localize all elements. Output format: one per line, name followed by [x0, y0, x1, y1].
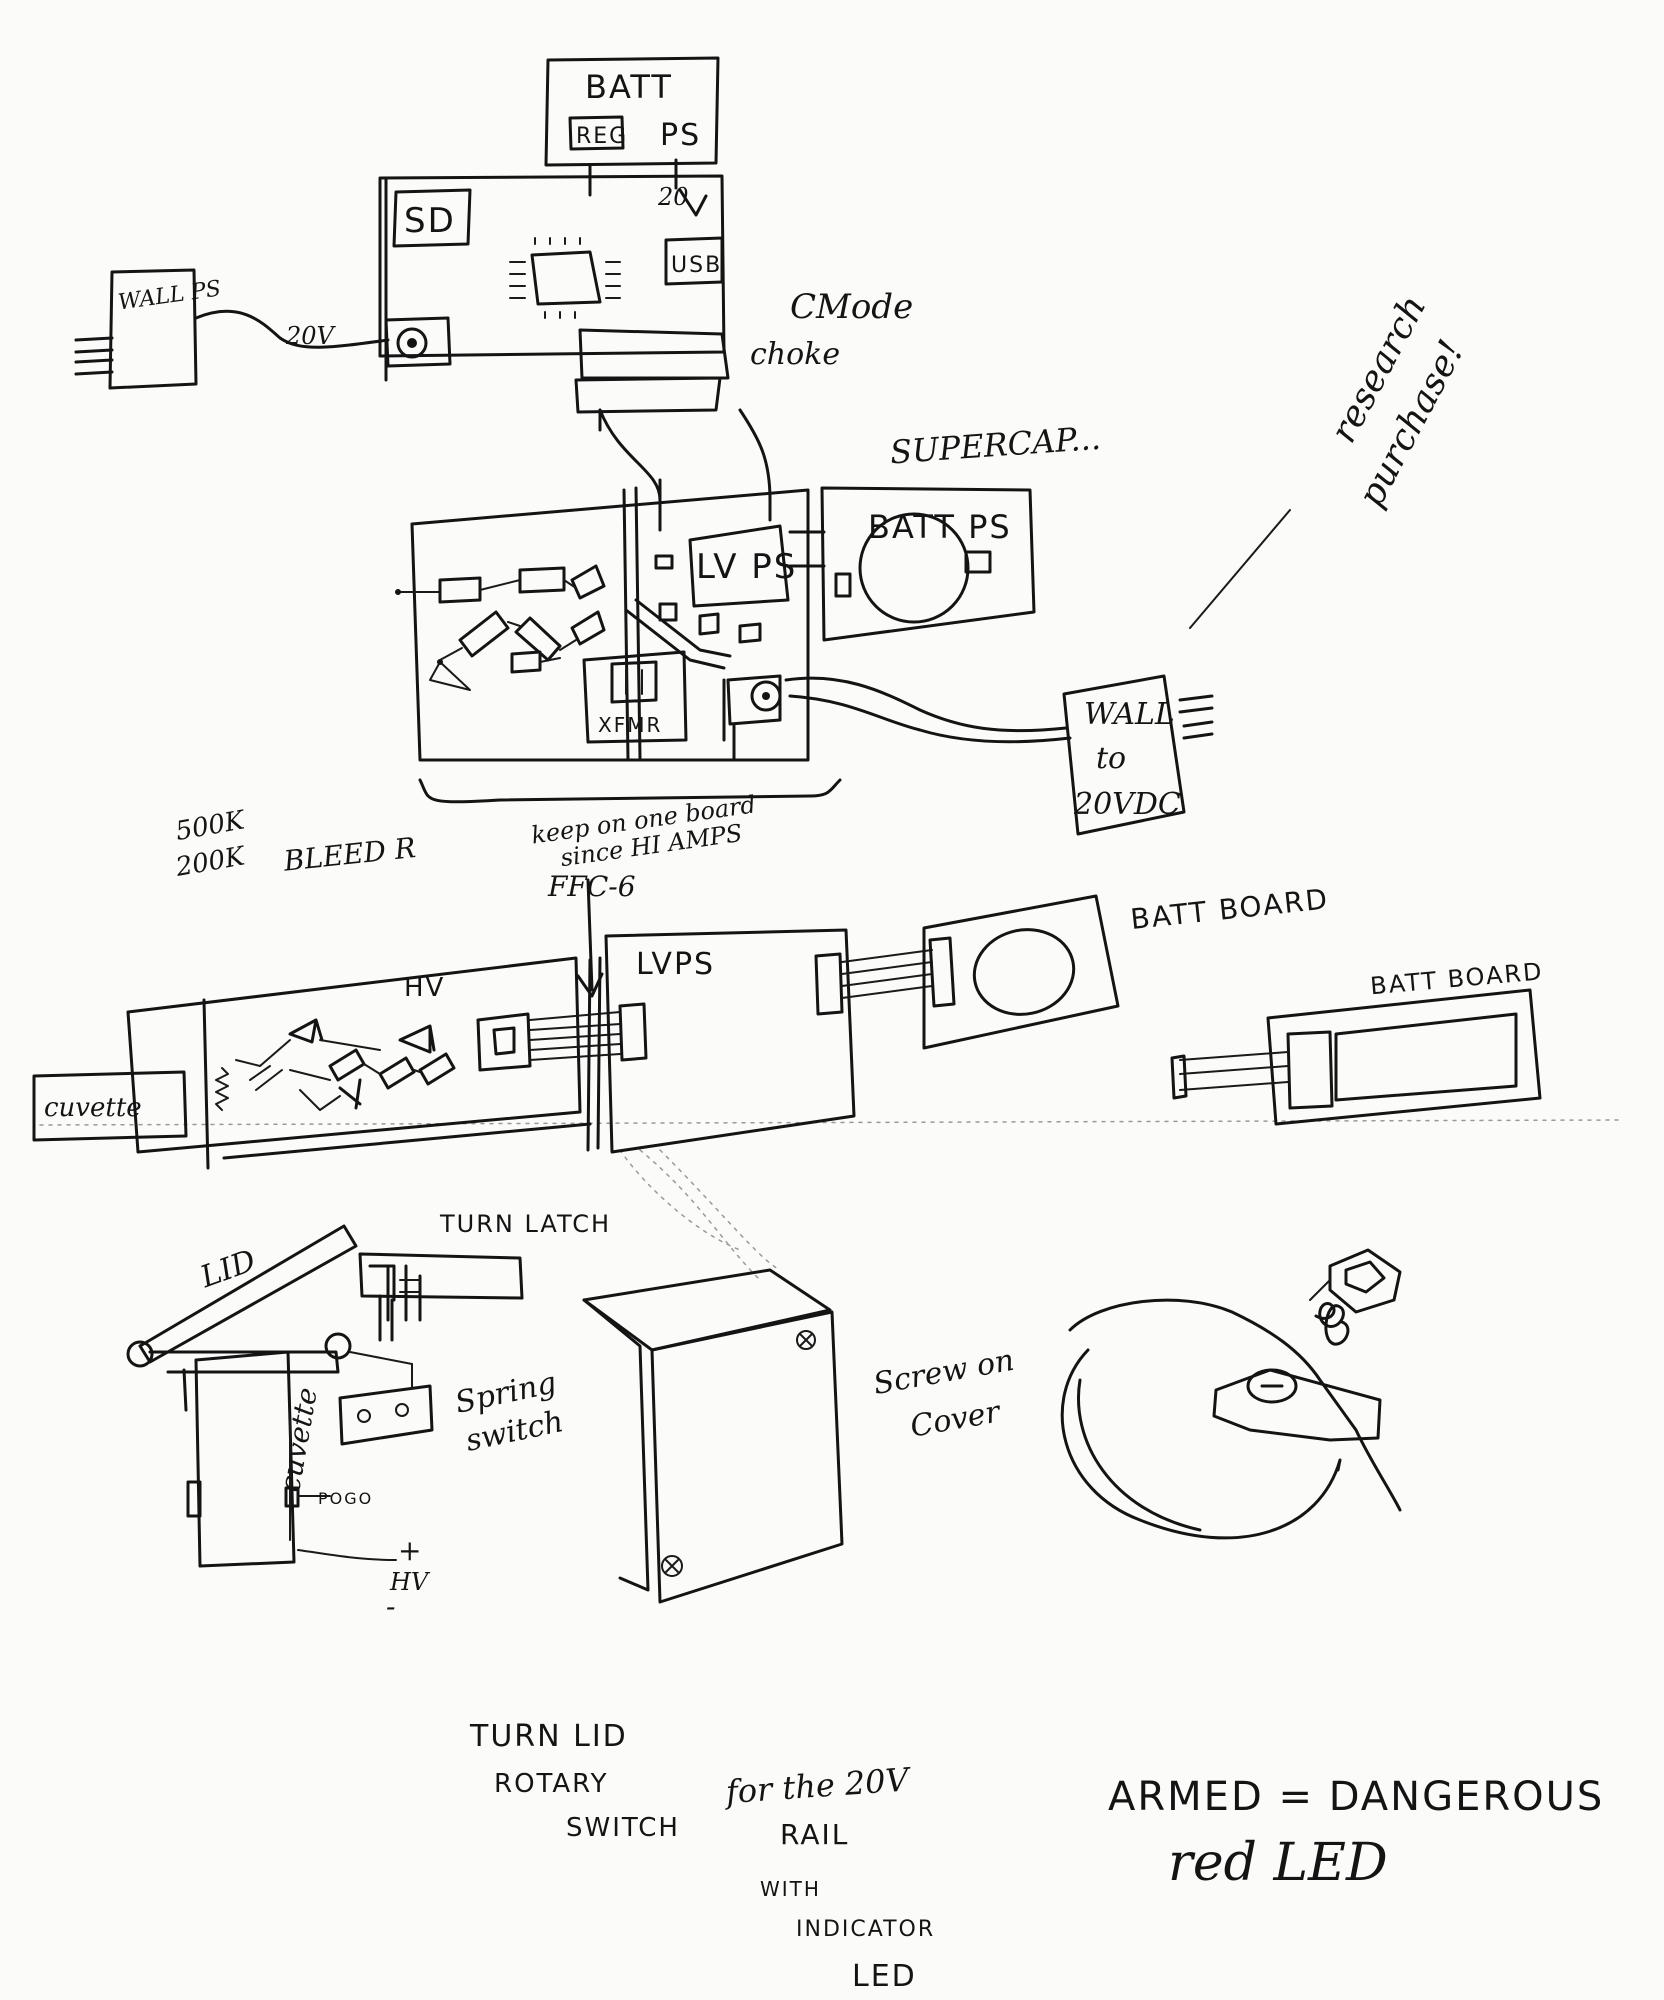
minus-label: -: [386, 1590, 395, 1623]
batt-board-2: [1172, 990, 1540, 1124]
wall-ps-left: [76, 270, 388, 388]
200k-label: 200K: [173, 841, 249, 883]
bleed-r-label: BLEED R: [281, 831, 417, 878]
screw-on-label: Screw on: [871, 1343, 1017, 1402]
armed-dangerous-label: ARMED = DANGEROUS: [1108, 1774, 1604, 1820]
rotary-lid-knob: [1062, 1250, 1400, 1538]
xfmr-label: XFMR: [598, 713, 662, 737]
cuvette-label-2: cuvette: [273, 1385, 324, 1494]
paper-texture: [40, 1120, 1620, 1280]
cuvette-label-1: cuvette: [44, 1093, 142, 1123]
batt-label: BATT: [585, 68, 673, 106]
cover-label: Cover: [908, 1394, 1004, 1444]
choke-label: choke: [750, 337, 840, 372]
500k-label: 500K: [173, 805, 248, 847]
pogo-label: POGO: [318, 1489, 373, 1508]
turn-lid-label: TURN LID: [469, 1719, 628, 1754]
lvps-label: LVPS: [636, 947, 715, 982]
switch-caps-label: SWITCH: [566, 1813, 680, 1843]
twenty-vdc-label: 20VDC: [1073, 787, 1181, 822]
wall-ps-label: WALL PS: [117, 276, 223, 315]
sd-label: SD: [404, 201, 456, 241]
ffc6-label: FFC-6: [547, 870, 636, 903]
twenty-v-small-label: 20: [657, 183, 689, 211]
with-label: WITH: [760, 1877, 821, 1901]
lid-label: LID: [195, 1243, 260, 1295]
lv-label: LV PS: [696, 547, 797, 587]
hv-board: [128, 880, 646, 1168]
batt-board-1-label: BATT BOARD: [1129, 882, 1331, 936]
rotary-label: ROTARY: [494, 1769, 608, 1799]
indicator-label: INDICATOR: [796, 1917, 935, 1942]
ps-label-top: PS: [660, 118, 701, 153]
led-label: LED: [852, 1959, 917, 1994]
usb-label: USB: [671, 253, 722, 278]
for-the-20v-label: for the 20V: [723, 1760, 913, 1811]
batt-ps-label: BATT PS: [868, 508, 1012, 546]
research-arrow: [1190, 510, 1290, 628]
enclosure-box: [584, 1270, 842, 1602]
keep-board-brace: [420, 780, 840, 802]
hv-label: HV: [404, 973, 445, 1003]
supercap-label: SUPERCAP...: [889, 419, 1102, 472]
twenty-v-label: 20V: [285, 322, 337, 350]
rail-label: RAIL: [780, 1818, 849, 1851]
wall-to-label: WALL: [1084, 697, 1175, 732]
plus-label: +: [398, 1534, 421, 1567]
batt-board-2-label: BATT BOARD: [1369, 957, 1544, 1000]
batt-board-1: [924, 896, 1118, 1048]
to-label: to: [1096, 741, 1126, 776]
red-led-label: red LED: [1168, 1833, 1388, 1893]
cmode-label: CMode: [790, 287, 913, 327]
turn-latch-label: TURN LATCH: [439, 1210, 611, 1238]
ribbon-cable: [600, 410, 770, 500]
reg-label: REG: [576, 124, 628, 149]
